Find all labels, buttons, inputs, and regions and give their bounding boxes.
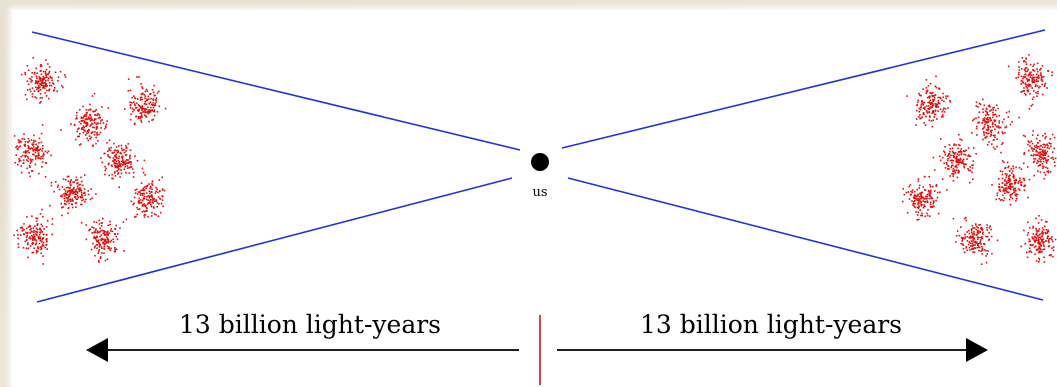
right-distance-label: 13 billion light-years [640, 310, 902, 339]
galaxy-right-7 [902, 175, 948, 221]
galaxy-left-2 [124, 76, 167, 125]
galaxy-right-6 [991, 160, 1031, 206]
sight-line-upper-right [561, 29, 1046, 149]
observer-label: us [532, 185, 547, 200]
galaxy-left-8 [13, 208, 54, 265]
galaxy-left-7 [125, 171, 166, 221]
galaxy-left-1 [20, 57, 67, 104]
galaxy-left-9 [80, 217, 125, 263]
galaxy-right-8 [1020, 215, 1057, 263]
galaxy-right-9 [952, 216, 999, 265]
galaxy-right-3 [971, 98, 1020, 154]
galaxy-left-3 [60, 92, 110, 148]
right-arrowhead [966, 338, 988, 362]
sight-line-lower-right [567, 177, 1044, 301]
left-distance-label: 13 billion light-years [179, 310, 441, 339]
left-arrowhead [86, 338, 108, 362]
galaxy-cluster-group-right [902, 54, 1057, 265]
diagram-panel [12, 10, 1057, 387]
galaxy-right-4 [1022, 130, 1057, 180]
galaxy-right-2 [906, 75, 952, 128]
galaxy-right-5 [932, 133, 977, 184]
galaxy-left-6 [49, 174, 97, 217]
galaxy-left-5 [100, 139, 146, 188]
sight-line-lower-left [36, 177, 513, 303]
sight-line-upper-left [31, 31, 521, 151]
galaxy-cluster-group-left [13, 57, 167, 265]
observer-dot [531, 153, 549, 171]
galaxy-left-4 [13, 124, 52, 178]
galaxy-right-1 [1007, 54, 1053, 110]
